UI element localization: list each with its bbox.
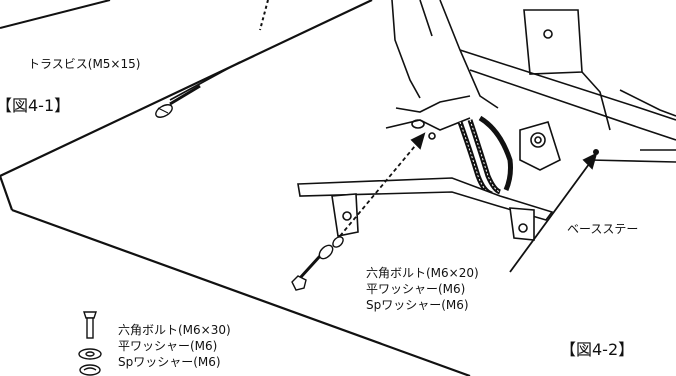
bolt-m6x30-label: 六角ボルト(M6×30) (118, 323, 231, 337)
flat-washer-m6-label-a: 平ワッシャー(M6) (366, 282, 466, 296)
truss-screw-icon (155, 84, 201, 118)
fig-4-1-label: 【図4-1】 (0, 96, 71, 115)
bracket-plate (297, 121, 561, 241)
washer-m6-icon (318, 236, 344, 260)
truss-screw-label: トラスビス(M5×15) (28, 57, 141, 71)
fig-4-2-label: 【図4-2】 (560, 340, 635, 359)
flat-washer-icon (78, 348, 102, 360)
wiring-harness-corrugation (459, 119, 501, 195)
bolt-m6x30-icon (83, 311, 97, 339)
vehicle-frame (385, 0, 676, 163)
mount-hole-dot (593, 149, 599, 155)
spring-washer-m6-label-a: Spワッシャー(M6) (366, 298, 469, 312)
spring-washer-icon (79, 364, 101, 376)
base-stay-label: ベースステー (567, 222, 639, 236)
flat-washer-m6-label-b: 平ワッシャー(M6) (118, 339, 218, 353)
bolt-m6x20-label: 六角ボルト(M6×20) (366, 266, 479, 280)
fig-4-1-leaders (0, 0, 269, 101)
wiring-harness (457, 115, 513, 197)
spring-washer-m6-label-b: Spワッシャー(M6) (118, 355, 221, 369)
install-arrows (339, 132, 598, 273)
bolt-m6x20-icon (291, 254, 322, 291)
fig-4-2-panel-outline (0, 0, 471, 376)
